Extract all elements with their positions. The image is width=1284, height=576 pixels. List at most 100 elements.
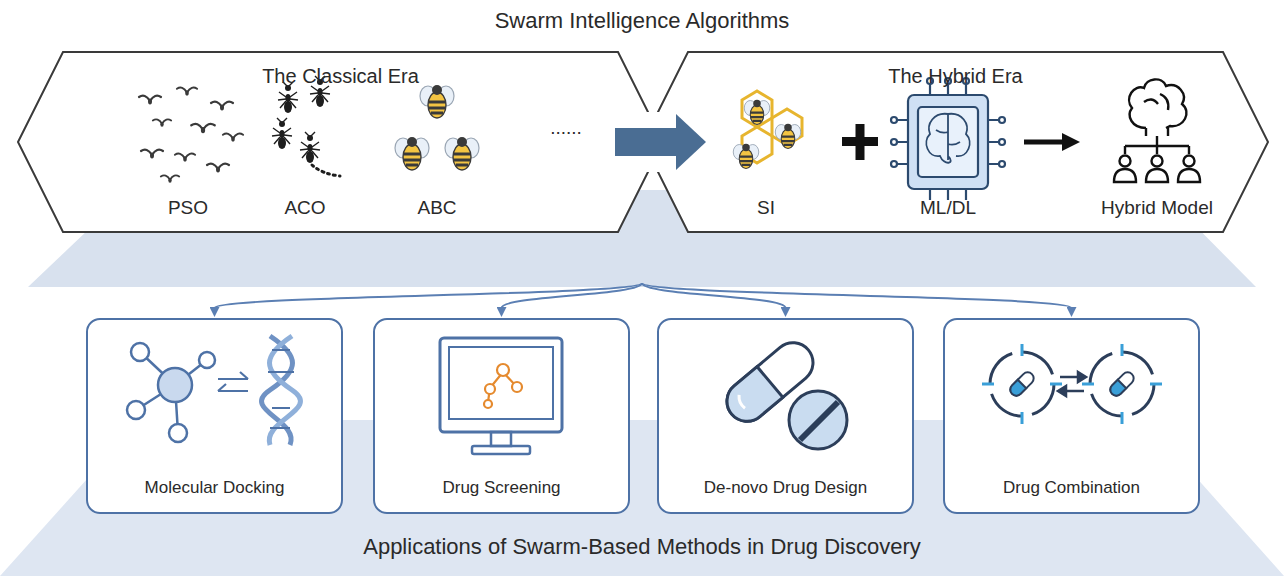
box-label: Drug Combination xyxy=(945,478,1198,498)
shape-grounds xyxy=(18,52,663,232)
target-combination-icon xyxy=(1008,370,1036,398)
target-combination-icon xyxy=(982,344,1162,424)
era-title: The Hybrid Era xyxy=(643,64,1268,88)
ant-colony-icon xyxy=(272,118,292,149)
pill-icon xyxy=(719,335,847,449)
result-arrow xyxy=(1024,133,1080,151)
swarm-intelligence-icon xyxy=(742,91,772,127)
bird-flock-icon xyxy=(139,96,161,105)
era-hexagon: The Classical Era xyxy=(18,52,663,232)
hybrid-model-icon xyxy=(1152,156,1163,167)
target-combination-icon xyxy=(1090,352,1154,416)
computer-screening-icon xyxy=(440,338,562,432)
molecular-docking-icon xyxy=(136,352,207,433)
molecular-docking-icon xyxy=(218,372,248,391)
swarm-intelligence-icon xyxy=(733,144,759,169)
algorithm-label: ACO xyxy=(284,197,325,220)
bird-flock-icon xyxy=(211,102,233,111)
target-combination-icon xyxy=(1058,386,1066,396)
application-box: De-novo Drug Design xyxy=(657,318,914,514)
computer-screening-icon xyxy=(512,382,522,392)
computer-screening-icon xyxy=(472,446,530,454)
ant-colony-icon xyxy=(300,132,320,163)
section-heading: Applications of Swarm-Based Methods in D… xyxy=(0,534,1284,560)
section-region: Swarm Intelligence AlgorithmsThe Classic… xyxy=(0,0,1284,287)
ml-chip-icon xyxy=(999,161,1005,167)
bird-flock-icon xyxy=(207,164,229,173)
target-combination-icon xyxy=(1008,370,1036,398)
pill-icon xyxy=(789,391,847,449)
ml-chip-icon xyxy=(891,78,1005,200)
ml-chip-icon xyxy=(891,139,897,145)
target-combination-icon xyxy=(1108,380,1126,398)
bird-flock-icon xyxy=(141,150,163,159)
target-combination-icon xyxy=(982,344,1162,424)
box-label: Drug Screening xyxy=(375,478,628,498)
hexagon-outline xyxy=(643,52,1268,232)
target-combination-icon xyxy=(1108,370,1136,398)
target-combination-icon xyxy=(1008,380,1026,398)
ml-chip-icon xyxy=(891,117,897,123)
result-arrow xyxy=(1024,140,1064,145)
pill-icon xyxy=(736,395,748,409)
target-combination-icon xyxy=(990,352,1054,416)
algorithm-label: PSO xyxy=(168,197,208,220)
bird-flock-icon xyxy=(223,134,243,142)
target-combination-icon xyxy=(990,352,1154,416)
bird-flock-icon xyxy=(139,88,243,183)
hybrid-model-icon xyxy=(1114,169,1200,182)
ml-chip-icon xyxy=(918,107,978,177)
molecular-docking-icon xyxy=(127,336,300,445)
target-combination-icon xyxy=(1078,372,1086,382)
bird-flock-icon xyxy=(175,154,195,162)
molecular-docking-icon xyxy=(127,401,145,419)
computer-screening-icon xyxy=(491,432,511,446)
algorithm-label: SI xyxy=(757,197,775,220)
target-combination-icon xyxy=(1108,370,1136,398)
branch-connector xyxy=(502,283,643,308)
plus-symbol xyxy=(856,124,865,160)
molecular-docking-icon xyxy=(158,368,192,402)
ml-chip-icon xyxy=(891,161,897,167)
section-region: Applications of Swarm-Based Methods in D… xyxy=(0,288,1284,576)
section-heading: Swarm Intelligence Algorithms xyxy=(0,8,1284,34)
hexagon-outline xyxy=(18,52,663,232)
bird-flock-icon xyxy=(161,175,179,182)
ant-colony-icon xyxy=(312,165,340,176)
swarm-intelligence-icon xyxy=(733,91,802,169)
branch-connector xyxy=(642,283,1072,308)
computer-screening-icon xyxy=(497,364,509,376)
bird-flock-icon xyxy=(153,119,171,126)
computer-screening-icon xyxy=(484,364,522,408)
molecular-docking-icon xyxy=(199,352,215,368)
algorithm-label: Hybrid Model xyxy=(1101,197,1213,220)
era-arrow xyxy=(615,128,676,156)
ml-chip-icon xyxy=(908,95,988,189)
shape-grounds xyxy=(373,318,630,514)
application-box: Molecular Docking xyxy=(86,318,343,514)
bird-flock-icon xyxy=(177,88,197,96)
swarm-intelligence-icon xyxy=(775,124,801,149)
result-arrow xyxy=(1062,133,1080,151)
box-label: Molecular Docking xyxy=(88,478,341,498)
ant-colony-icon xyxy=(272,76,340,176)
branch-connector xyxy=(215,283,643,308)
plus-symbol xyxy=(842,124,878,160)
pill-icon xyxy=(800,402,838,440)
bee-colony-icon xyxy=(395,85,479,170)
molecular-docking-icon xyxy=(268,350,294,428)
shape-grounds xyxy=(86,318,343,514)
bird-flock-icon xyxy=(191,124,214,133)
computer-screening-icon xyxy=(440,338,562,454)
ml-chip-icon xyxy=(999,139,1005,145)
era-title: The Classical Era xyxy=(18,64,663,88)
computer-screening-icon xyxy=(485,384,495,394)
hybrid-model-icon xyxy=(1120,156,1131,167)
application-box: Drug Combination xyxy=(943,318,1200,514)
hybrid-model-icon xyxy=(1125,136,1189,154)
target-combination-icon xyxy=(1082,344,1162,424)
swarm-intelligence-icon xyxy=(744,100,770,125)
molecular-docking-icon xyxy=(169,424,187,442)
ml-chip-icon xyxy=(926,114,969,163)
box-label: De-novo Drug Design xyxy=(659,478,912,498)
